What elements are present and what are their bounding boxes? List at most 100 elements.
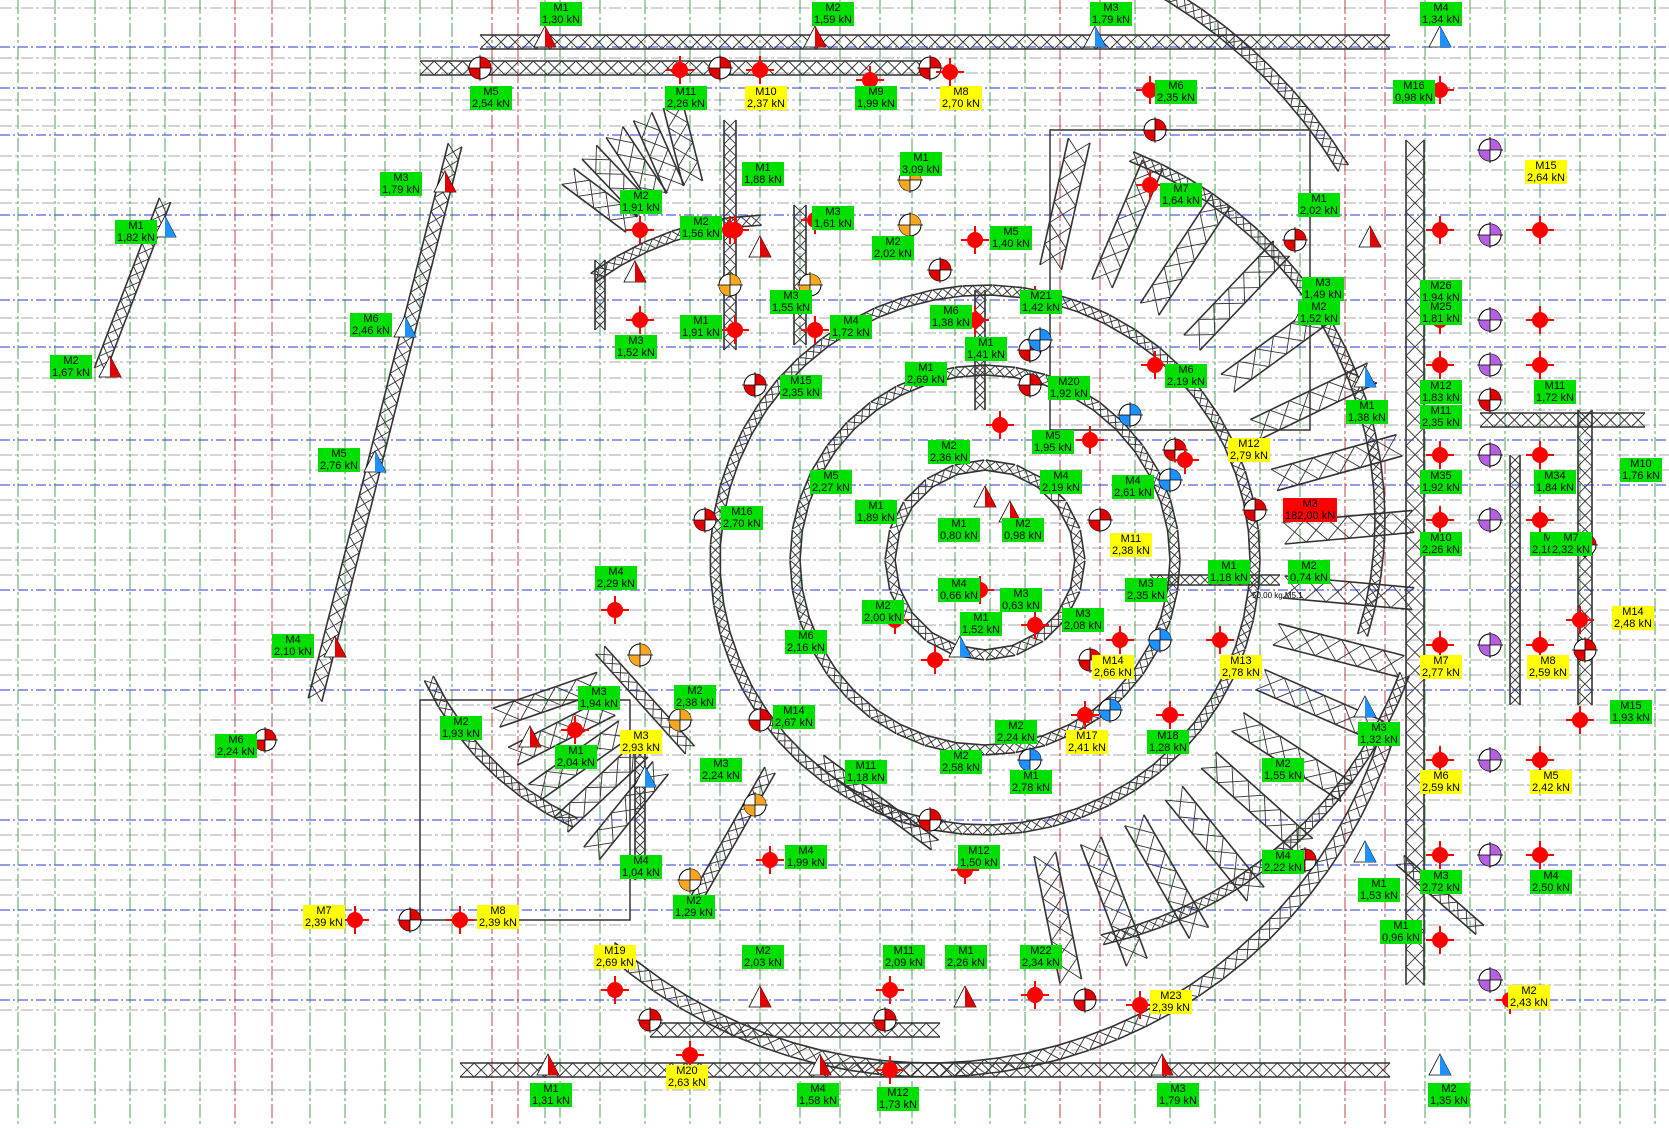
- truss-segment: [885, 530, 900, 561]
- load-value: 2,70 kN: [942, 98, 980, 110]
- motor-name: M17: [1068, 730, 1106, 742]
- motor-name: M1: [940, 518, 978, 530]
- load-value: 1,34 kN: [1422, 14, 1460, 26]
- truss-segment: [1406, 140, 1424, 985]
- load-value: 1,95 kN: [1034, 442, 1072, 454]
- motor-name: M6: [352, 313, 390, 325]
- load-value: 1,99 kN: [857, 98, 895, 110]
- motor-hoist-icon: [677, 867, 703, 893]
- motor-name: M5: [320, 448, 358, 460]
- motor-hoist-icon: [1477, 137, 1503, 163]
- truss-segment: [1280, 885, 1310, 917]
- truss-segment: [616, 243, 647, 266]
- truss-segment: [1361, 758, 1385, 791]
- load-value: 2,69 kN: [907, 374, 945, 386]
- load-value: 1,61 kN: [814, 218, 852, 230]
- load-value: 1,79 kN: [382, 184, 420, 196]
- motor-hoist-icon: [1572, 637, 1598, 663]
- hoist-point-icon: [936, 58, 964, 86]
- load-value: 0,74 kN: [1290, 572, 1328, 584]
- truss-segment: [1140, 194, 1230, 315]
- motor-name: M16: [1395, 80, 1433, 92]
- load-value: 2,02 kN: [874, 248, 912, 260]
- motor-name: M2: [1430, 1083, 1468, 1095]
- bridle-triangle-icon: [804, 26, 826, 47]
- load-value: 1,79 kN: [1092, 14, 1130, 26]
- motor-name: M4: [622, 855, 660, 867]
- motor-hoist-icon: [1477, 632, 1503, 658]
- load-value: 2,54 kN: [472, 98, 510, 110]
- motor-name: M25: [1422, 301, 1460, 313]
- truss-segment: [1056, 1037, 1089, 1059]
- motor-name: M3: [1360, 722, 1398, 734]
- truss-segment: [1050, 808, 1081, 826]
- motor-name: M1: [117, 220, 155, 232]
- motor-name: M2: [930, 440, 968, 452]
- load-value: 1,91 kN: [682, 327, 720, 339]
- load-value: 3,09 kN: [902, 164, 940, 176]
- truss-segment: [827, 668, 854, 697]
- load-value: 2,26 kN: [947, 957, 985, 969]
- motor-name: M2: [1290, 560, 1328, 572]
- load-value: 0,63 kN: [1002, 600, 1040, 612]
- truss-segment: [1371, 461, 1384, 491]
- truss-segment: [521, 788, 552, 813]
- load-value: 2,69 kN: [596, 957, 634, 969]
- load-value: 2,42 kN: [1532, 782, 1570, 794]
- load-value: 2,79 kN: [1230, 450, 1268, 462]
- motor-hoist-icon: [917, 807, 943, 833]
- truss-segment: [847, 691, 876, 718]
- motor-name: M2: [1264, 758, 1302, 770]
- motor-hoist-icon: [1157, 467, 1183, 493]
- motor-name: M6: [1422, 770, 1460, 782]
- truss-segment: [1284, 91, 1313, 122]
- motor-name: M1: [1348, 400, 1386, 412]
- motor-name: M1: [947, 945, 985, 957]
- motor-name: M2: [1510, 985, 1548, 997]
- bridle-triangle-icon: [394, 316, 416, 337]
- motor-name: M3: [1092, 2, 1130, 14]
- motor-name: M34: [1536, 470, 1574, 482]
- load-value: 2,26 kN: [1422, 544, 1460, 556]
- motor-name: M2: [52, 355, 90, 367]
- load-value: 1,83 kN: [1422, 392, 1460, 404]
- motor-hoist-icon: [467, 55, 493, 81]
- motor-name: M3: [580, 686, 618, 698]
- motor-name: M3: [1285, 498, 1335, 510]
- motor-name: M12: [879, 1087, 917, 1099]
- motor-hoist-icon: [1477, 507, 1503, 533]
- motor-name: M1: [1382, 920, 1420, 932]
- load-value: 1,38 kN: [932, 317, 970, 329]
- motor-name: M3: [382, 172, 420, 184]
- truss-segment: [1272, 251, 1299, 280]
- bridle-triangle-icon: [749, 986, 771, 1007]
- annotation-text: 50,00 kg M5,1: [1252, 591, 1303, 600]
